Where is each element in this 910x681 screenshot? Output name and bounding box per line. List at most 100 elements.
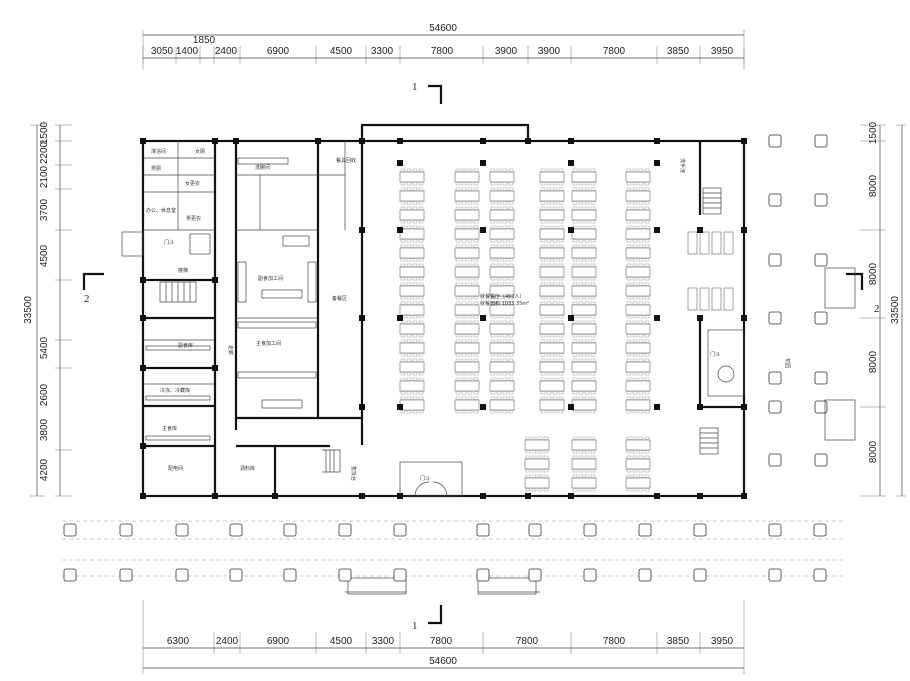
chair: [558, 358, 564, 362]
section-mark-right: 2: [846, 272, 880, 315]
chair: [638, 320, 644, 324]
dining-table: [625, 399, 651, 411]
room-shower: 淋浴间: [151, 148, 166, 155]
chair: [584, 320, 590, 324]
chair: [540, 244, 546, 248]
chair: [400, 282, 406, 286]
chair: [558, 168, 564, 172]
chair: [626, 201, 632, 205]
chair: [490, 263, 496, 267]
left-dim-4: 3700: [39, 198, 50, 221]
dining-table: [625, 171, 651, 183]
column: [397, 315, 403, 321]
chair: [473, 201, 479, 205]
chair: [546, 206, 552, 210]
dining-table: [489, 323, 515, 335]
chair: [578, 220, 584, 224]
chair: [578, 334, 584, 338]
chair: [626, 277, 632, 281]
column: [697, 227, 703, 233]
chair: [418, 391, 424, 395]
chair: [626, 182, 632, 186]
chair: [537, 488, 543, 492]
chair: [546, 301, 552, 305]
chair: [461, 339, 467, 343]
dining-table: [454, 380, 480, 392]
chair: [572, 358, 578, 362]
column: [525, 493, 531, 499]
booth-seat: [723, 287, 734, 311]
chair: [455, 282, 461, 286]
chair: [578, 396, 584, 400]
column: [233, 138, 239, 144]
chair: [572, 391, 578, 395]
chair: [546, 320, 552, 324]
dining-table: [571, 266, 597, 278]
chair: [584, 277, 590, 281]
arcade-bench: [824, 399, 856, 441]
dining-table: [539, 171, 565, 183]
chair: [626, 474, 632, 478]
column: [359, 138, 365, 144]
chair: [584, 168, 590, 172]
chair: [525, 488, 531, 492]
chair: [508, 391, 514, 395]
chair: [558, 277, 564, 281]
section-mark-top: 1: [412, 81, 443, 104]
chair: [502, 334, 508, 338]
chair: [467, 377, 473, 381]
chair: [644, 334, 650, 338]
chair: [490, 396, 496, 400]
chair: [626, 168, 632, 172]
chair: [552, 220, 558, 224]
chair: [638, 220, 644, 224]
bottom-dim-1: 6300: [167, 636, 190, 647]
dining-table: [454, 190, 480, 202]
chair: [546, 410, 552, 414]
chair: [590, 277, 596, 281]
chair: [508, 244, 514, 248]
chair: [496, 187, 502, 191]
chair: [418, 372, 424, 376]
chair: [584, 201, 590, 205]
left-dim-2: 2200: [39, 141, 50, 164]
chair: [644, 239, 650, 243]
chair: [638, 488, 644, 492]
chair: [632, 320, 638, 324]
chair: [638, 263, 644, 267]
chair: [508, 239, 514, 243]
chair: [467, 410, 473, 414]
chair: [572, 377, 578, 381]
chair: [473, 282, 479, 286]
chair: [473, 258, 479, 262]
chair: [644, 225, 650, 229]
chair: [540, 168, 546, 172]
chair: [638, 206, 644, 210]
chair: [461, 301, 467, 305]
column: [654, 315, 660, 321]
chair: [578, 201, 584, 205]
chair: [400, 182, 406, 186]
arcade-column: [768, 453, 782, 467]
chair: [540, 201, 546, 205]
column: [140, 493, 146, 499]
chair: [540, 187, 546, 191]
chair: [572, 436, 578, 440]
room-prep-a: 副食加工间: [258, 275, 283, 282]
stair-kitchen: [322, 449, 341, 473]
dining-table: [539, 285, 565, 297]
chair: [626, 469, 632, 473]
chair: [400, 263, 406, 267]
chair: [537, 455, 543, 459]
chair: [461, 263, 467, 267]
chair: [626, 339, 632, 343]
chair: [543, 488, 549, 492]
column: [568, 493, 574, 499]
chair: [590, 339, 596, 343]
top-dim-9: 3900: [538, 46, 561, 57]
chair: [572, 450, 578, 454]
chair: [572, 372, 578, 376]
chair: [546, 296, 552, 300]
column: [397, 404, 403, 410]
chair: [644, 315, 650, 319]
